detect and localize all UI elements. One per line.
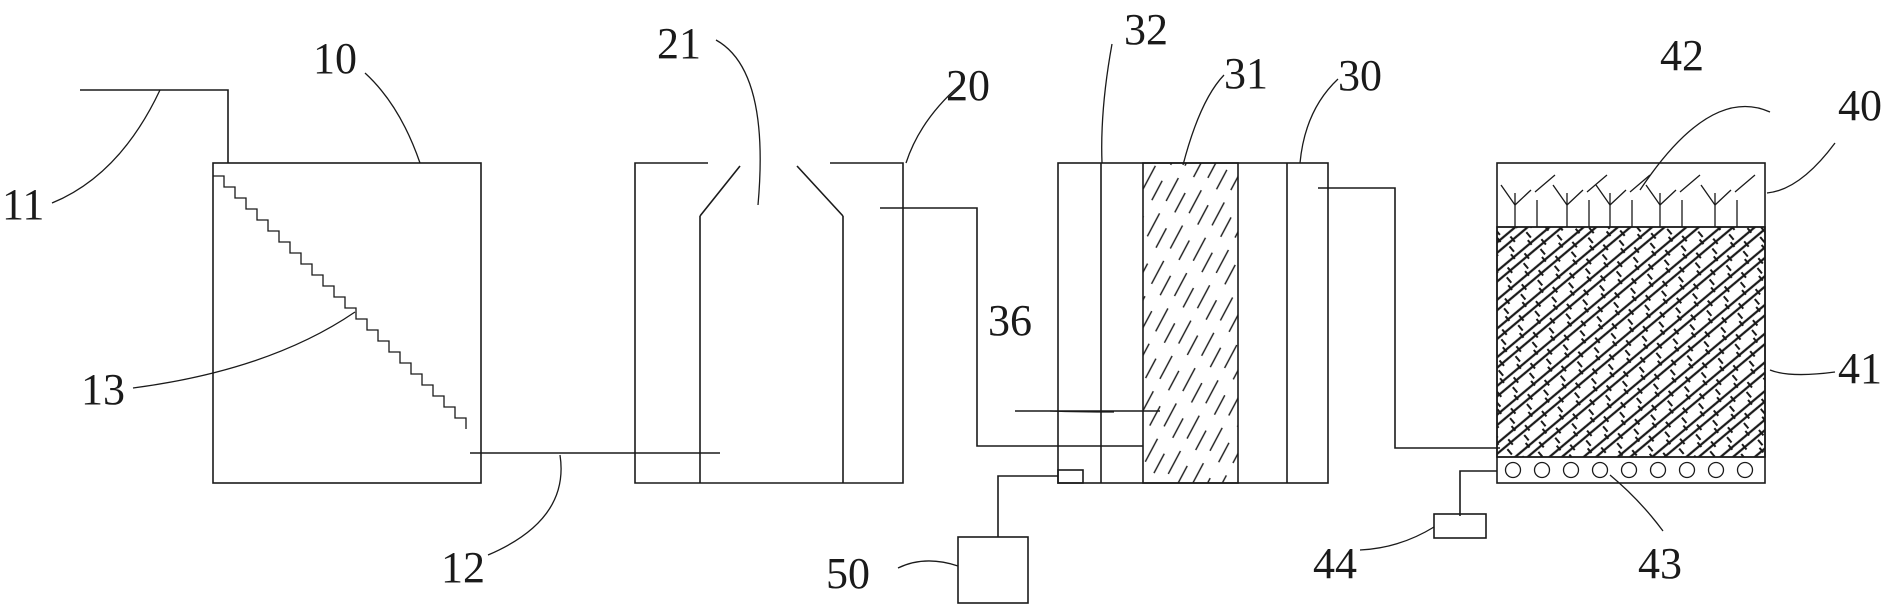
label-12: 12	[441, 543, 485, 592]
plant-stroke	[1714, 189, 1732, 206]
pump-50	[957, 536, 1029, 604]
plant-stroke	[1734, 174, 1756, 193]
plant-stroke	[1586, 174, 1608, 193]
plant-stroke	[1700, 184, 1716, 206]
plant-stroke	[1552, 184, 1568, 206]
plant-stroke	[1645, 184, 1661, 206]
stepped-screen-13	[213, 175, 467, 429]
plant-stroke	[1514, 189, 1532, 206]
baffle-21-left	[699, 165, 741, 217]
plant-stroke	[1609, 189, 1627, 206]
inlet-pipe-11	[80, 89, 229, 163]
label-11: 11	[2, 180, 44, 229]
plant-stroke	[1595, 184, 1611, 206]
aeration-bubble	[1620, 461, 1638, 479]
aeration-bubble	[1736, 461, 1754, 479]
label-31: 31	[1224, 49, 1268, 98]
label-41: 41	[1838, 344, 1882, 393]
port-50-connector	[1057, 469, 1084, 484]
label-40: 40	[1838, 81, 1882, 130]
label-42: 42	[1660, 31, 1704, 80]
plant-stroke	[1659, 189, 1677, 206]
label-20: 20	[946, 61, 990, 110]
label-36: 36	[988, 296, 1032, 345]
aeration-bubble	[1649, 461, 1667, 479]
label-44: 44	[1313, 539, 1357, 588]
blower-44	[1433, 513, 1487, 539]
label-10: 10	[313, 34, 357, 83]
unit-40	[1433, 162, 1766, 539]
pipe-30-40	[1318, 187, 1500, 449]
pipe-to-50	[997, 475, 1058, 537]
label-32: 32	[1124, 5, 1168, 54]
tank-10	[212, 162, 482, 484]
aeration-bubble	[1591, 461, 1609, 479]
aeration-bubble	[1533, 461, 1551, 479]
pipe-20-30	[880, 207, 1143, 447]
aeration-bubble	[1562, 461, 1580, 479]
unit-20	[634, 162, 1143, 484]
label-43: 43	[1638, 539, 1682, 588]
leader-lines	[51, 39, 1836, 569]
unit-10	[80, 89, 720, 484]
labels: 11 10 13 12 21 20 32 31 30 36 42 40 41 4…	[2, 5, 1882, 598]
pipe-to-44	[1459, 470, 1497, 516]
aerator-43	[1504, 461, 1754, 479]
label-21: 21	[657, 19, 701, 68]
filter-media-31	[1142, 162, 1239, 484]
label-13: 13	[81, 365, 125, 414]
unit-30	[957, 162, 1500, 604]
label-30: 30	[1338, 51, 1382, 100]
baffle-21-right	[796, 165, 844, 217]
label-50: 50	[826, 549, 870, 598]
aeration-bubble	[1504, 461, 1522, 479]
plant-stroke	[1534, 174, 1556, 193]
plant-stroke	[1629, 174, 1651, 193]
aeration-bubble	[1678, 461, 1696, 479]
plant-stroke	[1566, 189, 1584, 206]
tank-20	[634, 162, 904, 484]
plant-stroke	[1679, 174, 1701, 193]
plants-42	[1500, 174, 1756, 227]
aeration-bubble	[1707, 461, 1725, 479]
plant-stroke	[1500, 184, 1516, 206]
media-bed-41	[1496, 226, 1766, 458]
